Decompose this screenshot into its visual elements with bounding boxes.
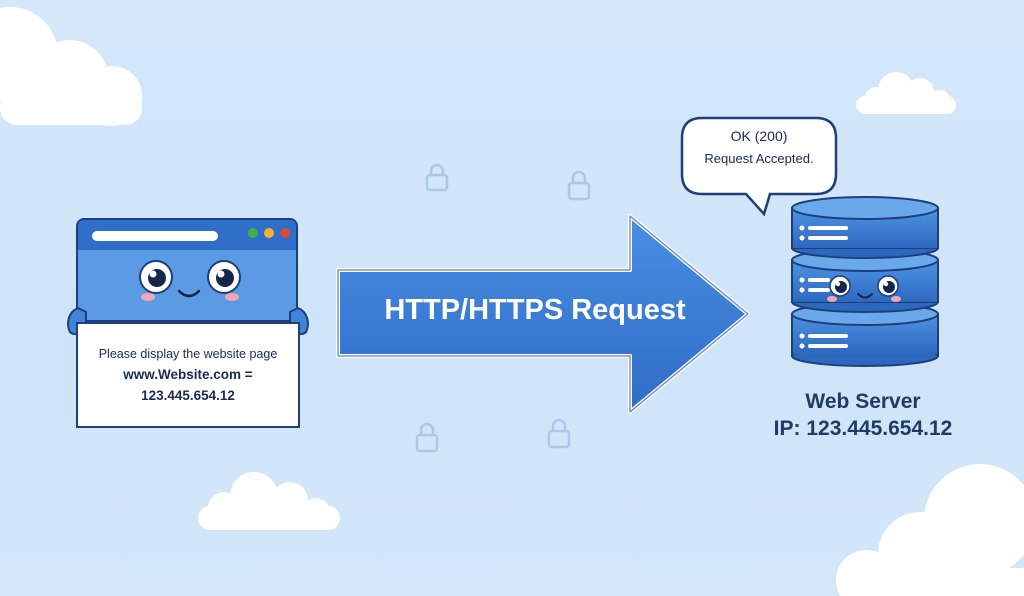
browser-window-icon: [76, 218, 298, 322]
browser-dot-yellow: [264, 228, 274, 238]
sign-line-3: 123.445.654.12: [141, 388, 235, 403]
smiley-face-icon: [139, 260, 241, 301]
server-stack-icon: [791, 196, 939, 367]
lock-icon: [425, 163, 449, 192]
browser-title-bar: [78, 220, 296, 250]
server-label: Web Server IP: 123.445.654.12: [760, 390, 966, 441]
request-sign: Please display the website page www.Webs…: [76, 322, 300, 428]
sign-line-1: Please display the website page: [98, 347, 278, 361]
cloud-icon: [198, 472, 340, 530]
arrow-label: HTTP/HTTPS Request: [384, 294, 686, 326]
sign-line-2: www.Website.com =: [123, 367, 253, 382]
server-ip: IP: 123.445.654.12: [773, 417, 953, 440]
response-status: OK (200): [730, 128, 788, 144]
response-bubble-text: OK (200) Request Accepted.: [684, 128, 834, 166]
cloud-icon: [836, 464, 1024, 596]
speech-bubble-icon: [680, 116, 838, 217]
server-name: Web Server: [805, 390, 921, 413]
request-arrow: [336, 214, 750, 414]
browser-dot-green: [248, 228, 258, 238]
lock-icon: [567, 170, 591, 201]
cloud-icon: [0, 7, 142, 126]
address-bar: [92, 231, 218, 241]
browser-face: [78, 250, 296, 320]
response-message: Request Accepted.: [704, 151, 814, 166]
lock-icon: [415, 422, 439, 453]
cloud-icon: [856, 72, 956, 114]
lock-icon: [547, 418, 571, 449]
browser-dot-red: [280, 228, 290, 238]
